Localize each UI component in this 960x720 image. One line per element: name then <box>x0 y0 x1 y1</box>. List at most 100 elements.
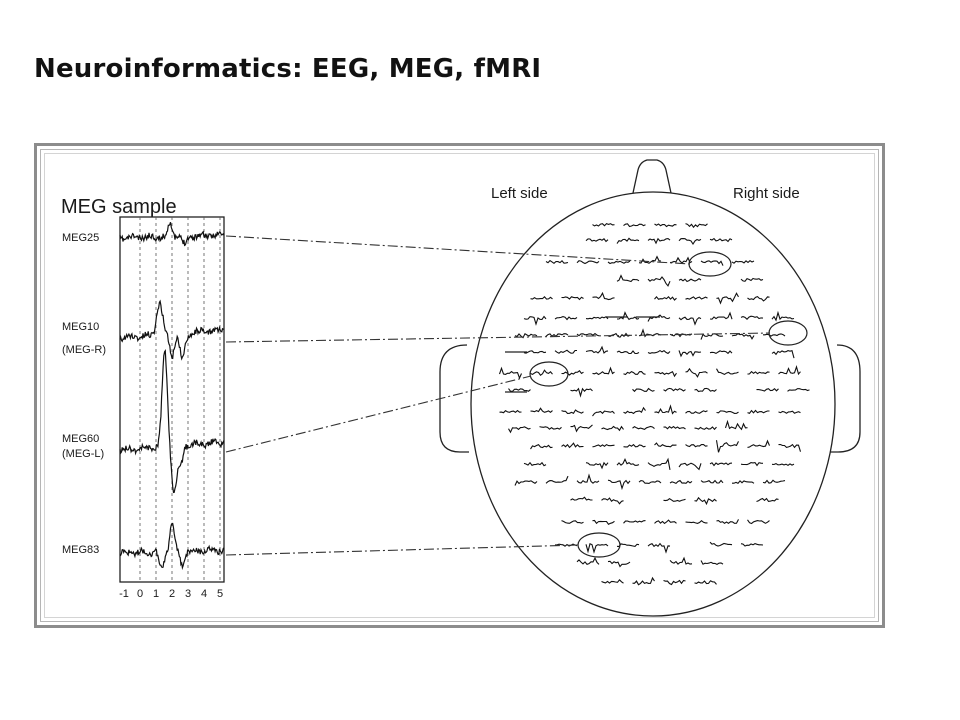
sensor-trace <box>771 310 795 322</box>
sensor-trace <box>669 479 693 485</box>
sensor-trace <box>654 404 677 415</box>
connector-meg83 <box>225 544 579 556</box>
sensor-trace <box>669 556 693 565</box>
sensor-highlight-meg60 <box>529 361 569 387</box>
sensor-trace <box>787 388 810 392</box>
channel-sublabel-meg-r: (MEG-R) <box>62 344 106 356</box>
sensor-trace <box>694 580 717 585</box>
channel-sublabel-meg-l: (MEG-L) <box>62 448 104 460</box>
sensor-trace <box>647 237 671 245</box>
sensor-trace <box>499 409 522 414</box>
sensor-trace <box>778 443 802 452</box>
sensor-trace <box>616 543 640 548</box>
channel-label-meg83: MEG83 <box>62 544 99 556</box>
meg-traces <box>119 222 225 571</box>
sensor-trace <box>623 520 646 524</box>
sensor-trace <box>514 333 538 339</box>
channel-label-meg25: MEG25 <box>62 232 99 244</box>
sensor-trace <box>756 387 779 392</box>
sensor-trace <box>585 543 609 554</box>
sensor-highlight-meg83 <box>577 532 621 558</box>
sensor-trace <box>669 256 693 264</box>
sensor-trace <box>771 462 795 466</box>
sensor-trace <box>514 480 538 486</box>
time-tick-label: 3 <box>185 588 191 600</box>
sensor-trace <box>530 444 553 450</box>
sensor-trace <box>654 519 677 525</box>
sensor-trace <box>747 370 770 375</box>
sensor-trace <box>592 443 615 448</box>
sensor-trace <box>607 260 631 265</box>
time-tick-label: 1 <box>153 588 159 600</box>
sensor-trace <box>700 260 724 266</box>
time-tick-label: -1 <box>119 588 129 600</box>
sensor-trace <box>592 410 615 417</box>
sensor-trace <box>685 296 708 300</box>
time-tick-label: 5 <box>217 588 223 600</box>
sensor-trace <box>607 479 631 491</box>
sensor-trace <box>638 328 662 338</box>
sensor-trace <box>632 576 655 586</box>
sensor-trace <box>678 316 702 326</box>
sensor-trace <box>545 475 569 484</box>
connector-meg10 <box>225 332 771 343</box>
sensor-trace <box>561 370 584 376</box>
sensor-trace <box>747 409 770 414</box>
sensor-trace <box>678 238 702 246</box>
sensor-trace <box>585 461 609 470</box>
sensor-trace <box>663 579 686 586</box>
sensor-trace <box>740 315 764 320</box>
sensor-trace <box>638 480 662 484</box>
head-label-right-side: Right side <box>733 185 800 202</box>
sensor-trace <box>669 333 693 338</box>
sensor-trace <box>554 316 578 321</box>
meg-trace <box>119 522 225 571</box>
sensor-trace <box>570 424 593 433</box>
meg-trace <box>119 222 225 247</box>
sensor-trace <box>508 426 531 434</box>
sensor-trace <box>700 560 724 566</box>
sensor-trace <box>647 314 671 322</box>
sensor-trace <box>678 278 702 283</box>
sensor-trace <box>654 295 677 301</box>
sensor-trace <box>709 350 733 355</box>
sensor-trace <box>530 296 553 300</box>
sensor-trace <box>508 388 531 392</box>
sensor-trace <box>545 333 569 338</box>
sensor-trace <box>555 543 578 547</box>
sensor-trace <box>678 462 702 471</box>
sensor-trace <box>716 292 739 305</box>
sensor-trace <box>561 442 584 449</box>
sensor-trace <box>716 368 739 376</box>
sensor-trace <box>694 387 717 393</box>
sensor-array <box>498 222 810 586</box>
sensor-trace <box>747 295 770 302</box>
sensor-trace <box>561 296 584 301</box>
sensor-trace <box>530 369 553 376</box>
sensor-trace <box>576 556 600 565</box>
sensor-trace <box>685 443 708 448</box>
meg-sample-title: MEG sample <box>61 196 177 218</box>
sensor-trace <box>616 350 640 355</box>
sensor-trace <box>747 519 770 525</box>
sensor-trace <box>654 442 677 448</box>
sensor-trace <box>731 260 755 264</box>
time-tick-label: 4 <box>201 588 207 600</box>
sensor-trace <box>539 426 562 430</box>
sensor-trace <box>716 410 739 414</box>
sensor-trace <box>731 332 755 340</box>
sensor-trace <box>663 425 686 430</box>
sensor-trace <box>685 410 708 414</box>
sensor-trace <box>585 238 609 243</box>
sensor-trace <box>585 316 609 320</box>
sensor-trace <box>740 462 764 467</box>
sensor-trace <box>700 479 724 484</box>
sensor-trace <box>616 237 640 244</box>
sensor-trace <box>709 311 733 320</box>
sensor-trace <box>523 315 547 326</box>
slide-title: Neuroinformatics: EEG, MEG, fMRI <box>34 54 542 84</box>
sensor-trace <box>607 560 631 568</box>
sensor-trace <box>647 542 671 554</box>
